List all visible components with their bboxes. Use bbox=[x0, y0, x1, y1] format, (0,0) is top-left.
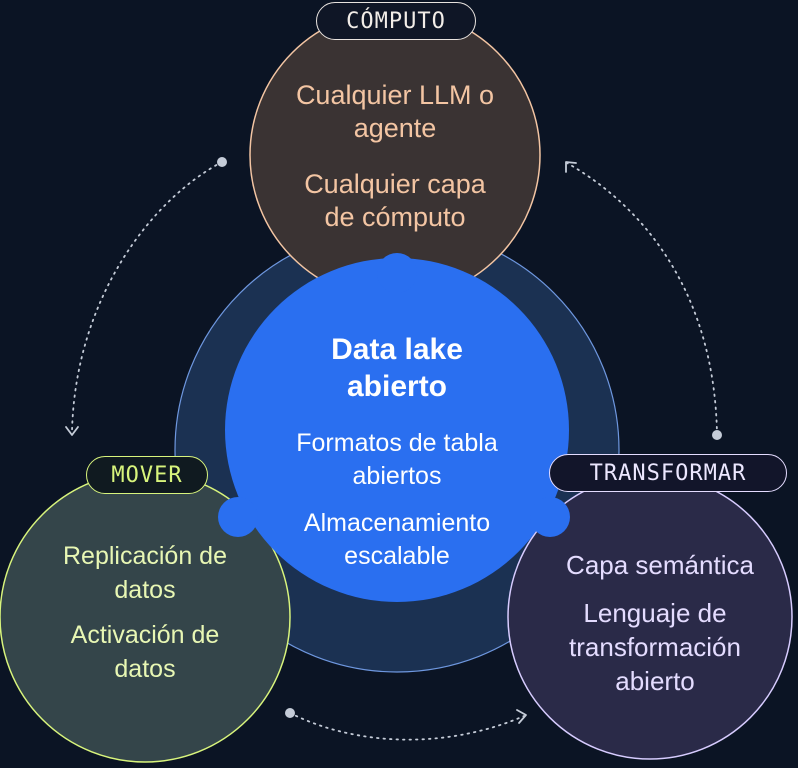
arrow-tail-dot bbox=[285, 708, 295, 718]
arrow-compute-to-move bbox=[71, 161, 223, 433]
move-item-replication: Replicación de datos bbox=[63, 542, 227, 604]
transform-item-semantic: Capa semántica bbox=[566, 550, 754, 580]
arrow-tail-dot bbox=[217, 157, 227, 167]
cycle-arrows bbox=[71, 161, 718, 741]
compute-item-layer: Cualquier capa de cómputo bbox=[304, 169, 486, 232]
arrow-move-to-transform bbox=[289, 712, 525, 741]
transform-label: TRANSFORMAR bbox=[549, 454, 787, 492]
move-label: MOVER bbox=[86, 456, 208, 494]
center-circle bbox=[218, 253, 570, 602]
move-item-activation: Activación de datos bbox=[70, 621, 220, 683]
arrow-head-right bbox=[516, 709, 527, 724]
compute-item-llm: Cualquier LLM o agente bbox=[295, 80, 495, 143]
center-item-storage: Almacenamiento escalable bbox=[303, 509, 491, 570]
arrow-tail-dot bbox=[712, 430, 722, 440]
center-title: Data lake abierto bbox=[331, 333, 463, 403]
arrow-head-up-left bbox=[565, 161, 577, 173]
arrow-head-down bbox=[65, 426, 79, 436]
arrow-transform-to-compute bbox=[566, 162, 718, 436]
compute-label: CÓMPUTO bbox=[316, 2, 476, 40]
arrow-heads bbox=[65, 161, 577, 724]
arrow-tails bbox=[217, 157, 722, 718]
transform-item-language: Lenguaje de transformación abierto bbox=[569, 598, 741, 696]
center-item-table-formats: Formatos de tabla abiertos bbox=[296, 429, 498, 490]
